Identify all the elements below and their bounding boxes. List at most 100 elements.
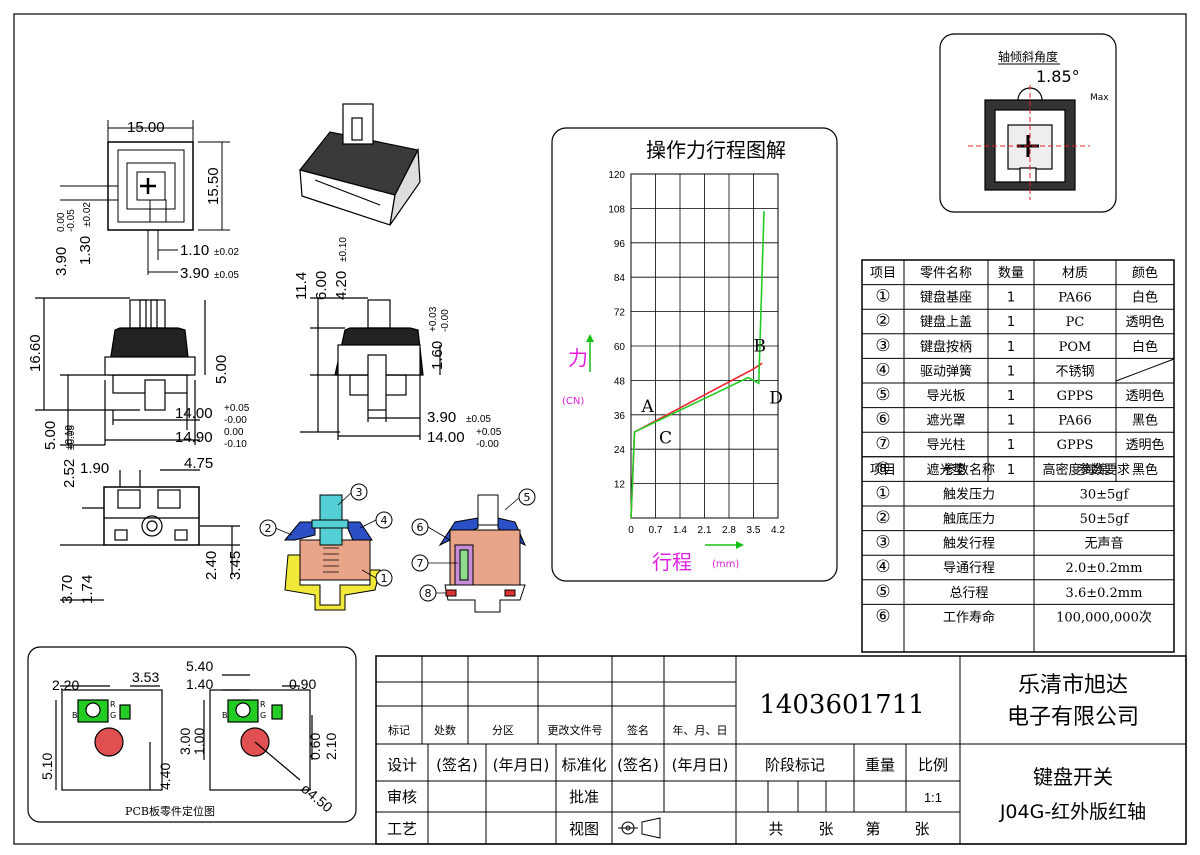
callout-8: 8 <box>425 587 432 600</box>
y-tick-label: 120 <box>608 170 625 181</box>
force-x-unit: (mm) <box>712 559 739 570</box>
projection-symbol-icon <box>618 817 661 839</box>
dim-mid-w1-tol: ±0.05 <box>466 414 491 425</box>
parts-cell: 不锈钢 <box>1055 364 1094 379</box>
pcb-left-a: 2.20 <box>52 677 79 693</box>
force-y-unit: (CN) <box>562 396 584 407</box>
pcb-right-g: 2.10 <box>323 733 339 760</box>
iso-view <box>298 103 421 226</box>
parts-cell: 黑色 <box>1132 462 1158 478</box>
parts-cell: PA66 <box>1058 414 1091 429</box>
params-cell: 导通行程 <box>943 561 995 576</box>
parts-cell: 键盘按柄 <box>920 339 972 355</box>
parts-cell: 高密度海绵 <box>1042 462 1107 478</box>
params-cell: 100,000,000次 <box>1056 609 1152 625</box>
parts-cell: PA66 <box>1058 291 1091 306</box>
series-line-1 <box>630 362 763 519</box>
parts-header: 项目 <box>870 266 896 281</box>
y-tick-label: 36 <box>614 411 626 422</box>
tb-product-1: 键盘开关 <box>1033 765 1113 789</box>
side-view <box>35 297 206 446</box>
parts-cell: ① <box>875 287 890 307</box>
force-x-label: 行程 <box>652 550 692 574</box>
params-cell: 无声音 <box>1084 536 1123 552</box>
tb-sheet-no: 第 <box>865 820 880 838</box>
tb-date2: (年月日) <box>672 756 729 774</box>
tb-company-1: 乐清市旭达 <box>1018 673 1128 698</box>
rev-header: 签名 <box>627 723 649 737</box>
dim-top-left-a: 3.90 <box>53 247 70 276</box>
parts-cell: 透明色 <box>1125 388 1164 404</box>
tb-company-2: 电子有限公司 <box>1007 705 1139 730</box>
callout-1: 1 <box>381 572 388 585</box>
tb-product-2: J04G-红外版红轴 <box>999 801 1146 823</box>
force-chart-frame <box>551 127 838 582</box>
title-block-lines <box>375 655 1187 845</box>
params-cell: ④ <box>875 557 890 577</box>
tb-stage: 阶段标记 <box>765 756 825 774</box>
parts-cell: 1 <box>1007 315 1015 330</box>
series-line-2 <box>630 211 765 519</box>
parts-cell: 透明色 <box>1125 437 1164 453</box>
tb-approve: 批准 <box>569 788 599 806</box>
callout-4: 4 <box>381 514 388 527</box>
parts-cell: ⑥ <box>875 410 890 430</box>
pcb-left-c: 5.10 <box>39 753 55 780</box>
dim-side-h2: 5.00 <box>213 355 230 384</box>
params-cell: 2.0±0.2mm <box>1066 561 1143 576</box>
x-tick-label: 3.5 <box>747 525 761 536</box>
tb-design: 设计 <box>387 756 417 774</box>
annotation-A: A <box>641 397 655 417</box>
callout-2: 2 <box>265 522 272 535</box>
dim-mid-h4: 1.60 <box>429 341 446 370</box>
dim-side-h3: 5.00 <box>42 421 59 450</box>
params-cell: 触底压力 <box>943 511 995 527</box>
dim-top-d2-tol: ±0.05 <box>214 270 239 281</box>
pcb-right-f: 0.60 <box>307 733 323 760</box>
tb-date1: (年月日) <box>493 756 550 774</box>
parts-cell: GPPS <box>1057 389 1094 404</box>
dim-side-w1-tol-b: -0.00 <box>224 415 247 426</box>
pcb-right-label-r: R <box>260 700 266 709</box>
dim-top-height: 15.50 <box>205 167 222 205</box>
parts-cell: 键盘上盖 <box>920 314 972 330</box>
pcb-right-a: 5.40 <box>186 658 213 674</box>
params-cell: 触发压力 <box>943 486 995 502</box>
params-cell: 工作寿命 <box>943 609 995 625</box>
dim-top-left-b: 1.30 <box>77 236 94 265</box>
dim-mid-h1: 11.4 <box>293 272 310 300</box>
y-tick-label: 72 <box>614 308 626 319</box>
tb-sign2: (签名) <box>617 756 659 774</box>
parts-cell: 黑色 <box>1132 413 1158 429</box>
callout-lines <box>274 491 521 594</box>
callout-3: 3 <box>356 486 363 499</box>
annotation-D: D <box>769 388 783 408</box>
parts-header: 材质 <box>1062 266 1088 281</box>
force-chart-title: 操作力行程图解 <box>646 138 786 162</box>
dim-bot-d: 2.40 <box>203 551 220 580</box>
dim-bot-b: 1.90 <box>80 460 109 477</box>
parts-cell: 导光板 <box>926 389 965 404</box>
tb-review: 审核 <box>387 788 417 806</box>
params-cell: 50±5gf <box>1080 512 1130 527</box>
parts-cell: ⑤ <box>875 385 890 405</box>
dim-mid-h2: 6.00 <box>313 271 330 300</box>
pcb-left-label-r: R <box>110 700 116 709</box>
tb-weight: 重量 <box>865 756 895 774</box>
parts-cell: PC <box>1066 315 1085 330</box>
parts-cell: 透明色 <box>1125 314 1164 330</box>
y-tick-label: 12 <box>614 480 626 491</box>
x-tick-label: 0.7 <box>649 525 663 536</box>
callout-6: 6 <box>417 521 424 534</box>
dim-top-d1: 1.10 <box>180 242 209 259</box>
x-tick-label: 2.8 <box>722 525 736 536</box>
dim-mid-w2-tol-a: +0.05 <box>476 427 502 438</box>
pcb-right-d: 3.00 <box>177 728 193 755</box>
rev-header: 更改文件号 <box>548 723 603 737</box>
force-chart-grid <box>630 173 779 519</box>
parts-header: 数量 <box>998 266 1024 281</box>
x-tick-label: 2.1 <box>698 525 712 536</box>
